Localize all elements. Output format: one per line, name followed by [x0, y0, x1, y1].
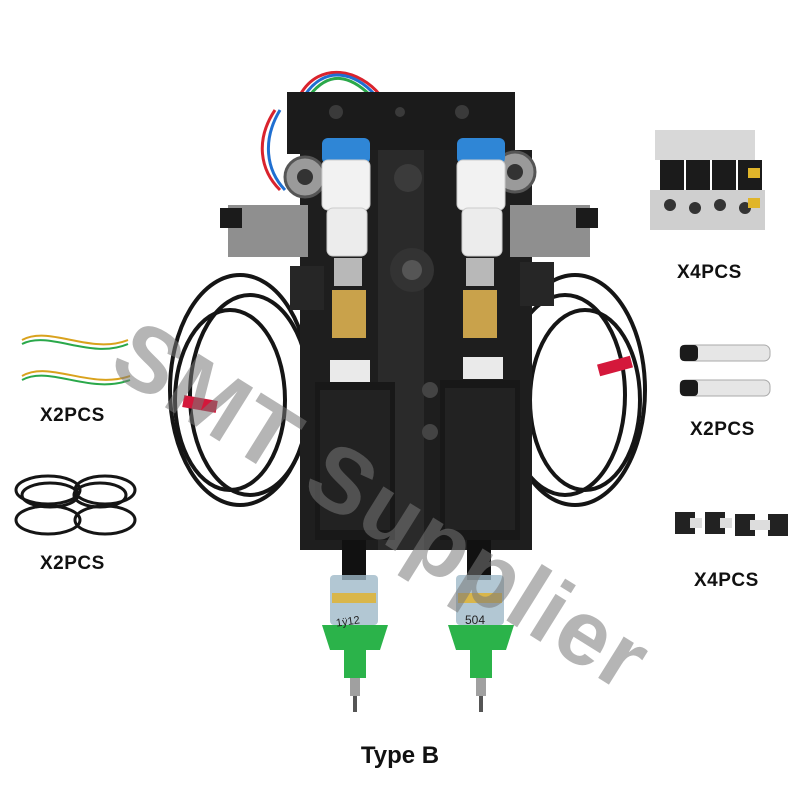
sensor-right [520, 262, 554, 306]
push-fittings [675, 512, 788, 536]
sensor-left [290, 266, 324, 310]
product-caption: Type B [360, 742, 440, 769]
coiled-cables-qty-label: X2PCS [40, 553, 105, 574]
valves-qty-label: X4PCS [677, 262, 742, 283]
stepper-motors [315, 380, 520, 540]
brass-couplers [332, 258, 497, 338]
solenoid-valves [650, 130, 765, 230]
fittings-qty-label: X4PCS [694, 570, 759, 591]
cables-qty-label: X2PCS [40, 405, 105, 426]
red-cable-tie-right [597, 355, 633, 377]
green-nozzles [322, 625, 514, 712]
red-cable-tie-left [182, 395, 218, 413]
nozzle-label-right: 504 [465, 613, 486, 627]
pneumatic-fittings [321, 138, 506, 257]
nozzle-holders [330, 575, 504, 625]
bearings [283, 150, 537, 199]
thin-cables [21, 334, 131, 386]
coiled-cables [14, 474, 137, 536]
vacuum-sensors [679, 344, 771, 397]
motor-wires [260, 70, 382, 192]
sensors-qty-label: X2PCS [690, 419, 755, 440]
